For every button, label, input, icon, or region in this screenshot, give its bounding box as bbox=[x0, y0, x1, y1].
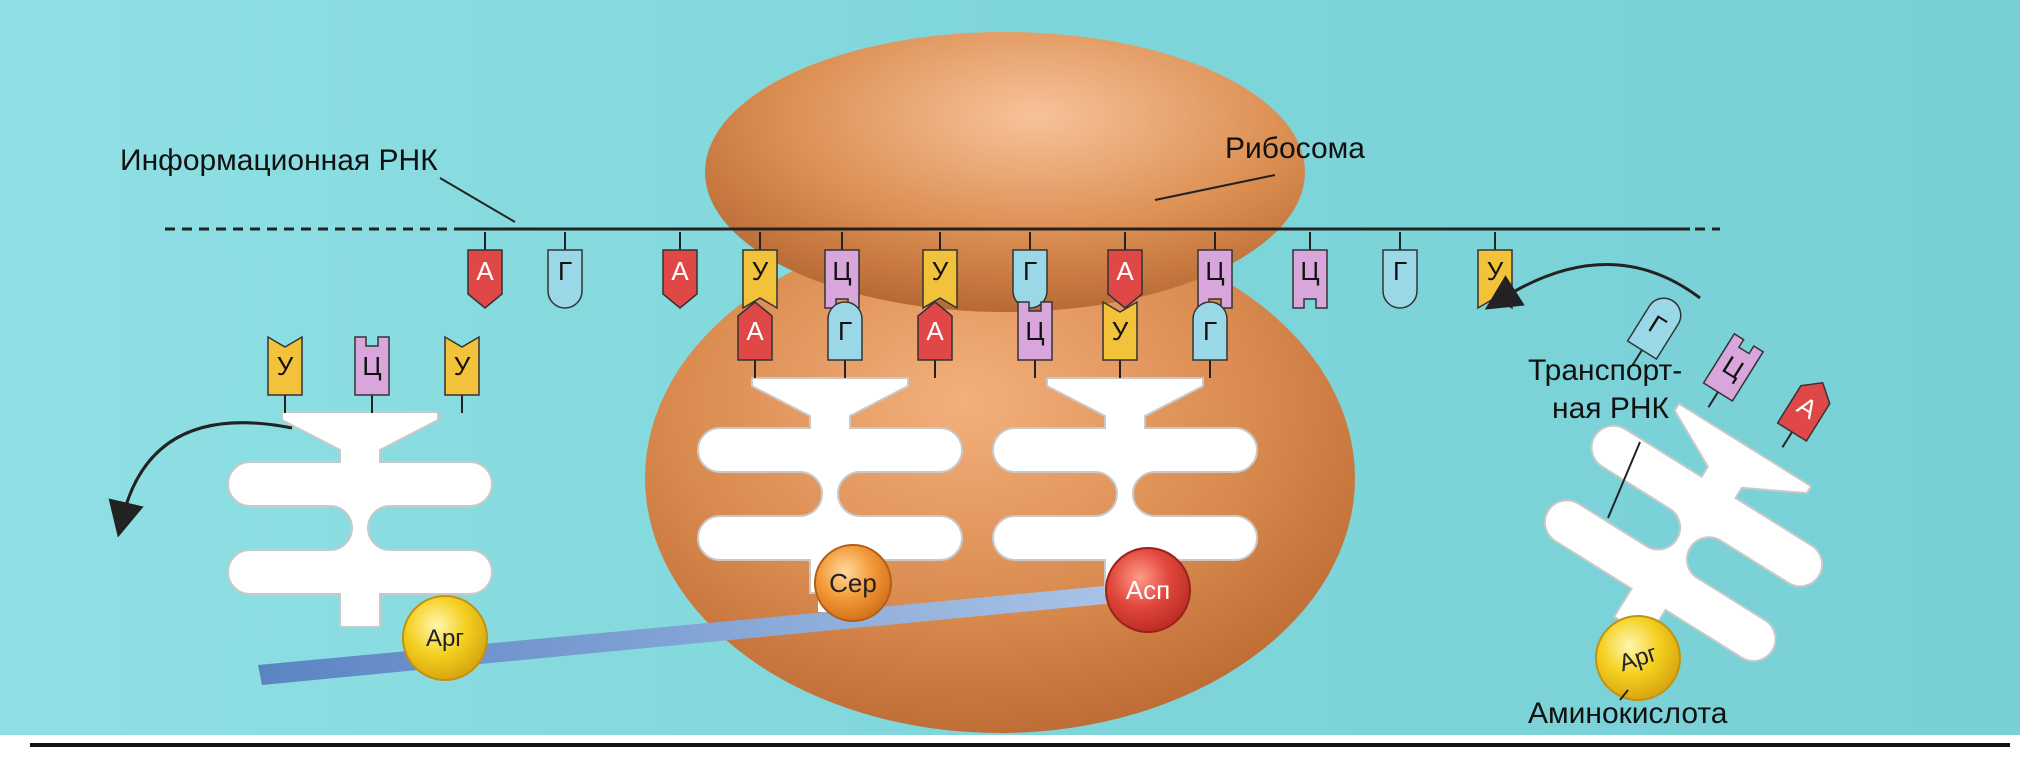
label-ribosome: Рибосома bbox=[1225, 132, 1365, 165]
trna-center-2-anticodon-0-letter: Ц bbox=[1025, 316, 1044, 346]
mrna-codon-3-letter: У bbox=[752, 256, 769, 286]
amino-acid-asp: Асп bbox=[1106, 548, 1190, 632]
amino-acid-arg-left: Арг bbox=[403, 596, 487, 680]
mrna-codon-6-letter: Г bbox=[1023, 256, 1037, 286]
trna-center-1-anticodon-0-letter: А bbox=[746, 316, 764, 346]
trna-left-anticodon-1-letter: Ц bbox=[362, 351, 381, 381]
mrna-codon-7-letter: А bbox=[1116, 256, 1134, 286]
trna-center-1-anticodon-2-letter: А bbox=[926, 316, 944, 346]
mrna-codon-11-letter: У bbox=[1487, 256, 1504, 286]
mrna-codon-9-letter: Ц bbox=[1300, 256, 1319, 286]
label-trna-line1: Транспорт- bbox=[1528, 354, 1682, 387]
trna-center-1-anticodon-1-letter: Г bbox=[838, 316, 852, 346]
page-bottom bbox=[0, 735, 2020, 763]
mrna-codon-10-letter: Г bbox=[1393, 256, 1407, 286]
amino-acid-ser-label: Сер bbox=[829, 568, 877, 598]
trna-left-anticodon-2-letter: У bbox=[454, 351, 471, 381]
trna-center-2-anticodon-2-letter: Г bbox=[1203, 316, 1217, 346]
amino-acid-arg-right: Арг bbox=[1596, 616, 1680, 700]
mrna-codon-8-letter: Ц bbox=[1205, 256, 1224, 286]
label-mrna: Информационная РНК bbox=[120, 144, 438, 177]
mrna-codon-2-letter: А bbox=[671, 256, 689, 286]
mrna-codon-0-letter: А bbox=[476, 256, 494, 286]
mrna-codon-5-letter: У bbox=[932, 256, 949, 286]
trna-left-anticodon-0-letter: У bbox=[277, 351, 294, 381]
mrna-codon-1-letter: Г bbox=[558, 256, 572, 286]
mrna-codon-4-letter: Ц bbox=[832, 256, 851, 286]
label-amino-acid: Аминокислота bbox=[1528, 697, 1728, 730]
label-trna-line2: ная РНК bbox=[1552, 392, 1670, 425]
amino-acid-ser: Сер bbox=[815, 545, 891, 621]
amino-acid-asp-label: Асп bbox=[1126, 575, 1170, 605]
amino-acid-arg-left-label: Арг bbox=[426, 625, 464, 652]
trna-center-2-anticodon-1-letter: У bbox=[1112, 316, 1129, 346]
